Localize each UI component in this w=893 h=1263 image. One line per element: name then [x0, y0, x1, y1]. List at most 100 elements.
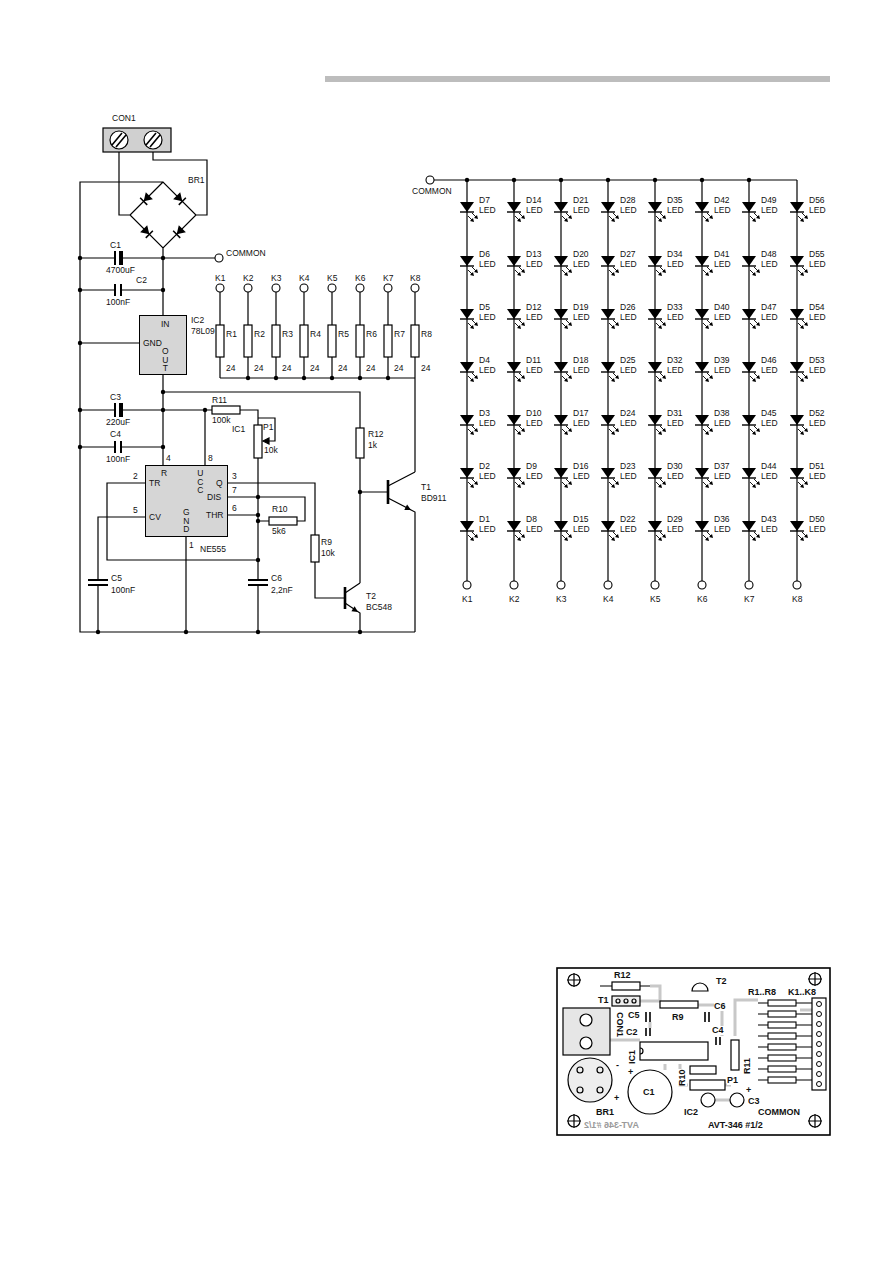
emission-arrow	[804, 375, 808, 379]
led-symbol	[554, 211, 568, 212]
silkscreen-label: C6	[714, 1002, 726, 1011]
resistor-symbol	[311, 535, 319, 562]
emission-arrow	[703, 373, 712, 381]
emission-arrow	[609, 426, 618, 434]
led-symbol	[460, 309, 474, 319]
terminal-label: K8	[410, 274, 420, 283]
led-label: D4	[479, 356, 490, 365]
led-symbol	[460, 309, 478, 329]
emission-arrow	[756, 215, 760, 219]
led-symbol	[507, 256, 521, 266]
emission-arrow	[705, 378, 709, 382]
led-symbol	[601, 202, 615, 212]
pcb-layout	[628, 1070, 672, 1114]
silkscreen-label: AVT-346 #1/2	[584, 1121, 639, 1130]
emission-arrow	[517, 272, 521, 276]
led-symbol	[742, 211, 756, 212]
pcb-layout	[632, 999, 636, 1003]
led-label: D50	[809, 515, 825, 524]
led-symbol	[742, 371, 756, 372]
led-symbol	[648, 211, 662, 212]
ic-box: RTRUCCQDISCVGNDTHR	[145, 465, 228, 537]
emission-arrow	[611, 484, 615, 488]
value-label: 24	[394, 364, 403, 373]
led-symbol	[507, 477, 521, 478]
emission-arrow	[750, 426, 759, 434]
led-symbol	[601, 362, 615, 372]
led-symbol	[460, 415, 474, 425]
emission-arrow	[515, 213, 524, 221]
emission-arrow	[705, 218, 709, 222]
emission-arrow	[468, 373, 477, 381]
emission-arrow	[709, 534, 713, 538]
wire	[796, 180, 797, 581]
led-symbol	[507, 468, 525, 488]
led-symbol	[460, 362, 478, 382]
led-label: LED	[479, 366, 496, 375]
emission-arrow	[468, 213, 477, 221]
part-label: 100nF	[106, 298, 130, 307]
emission-arrow	[705, 431, 709, 435]
silkscreen-label: +	[628, 1068, 633, 1077]
emission-arrow	[568, 215, 572, 219]
pcb-layout	[660, 1001, 698, 1008]
emission-arrow	[662, 428, 666, 432]
led-symbol	[460, 256, 474, 266]
part-label: 4700uF	[106, 266, 135, 275]
pcb-pin	[817, 1022, 822, 1027]
emission-arrow	[470, 272, 474, 276]
junction-dot	[203, 408, 207, 412]
emission-arrow	[800, 218, 804, 222]
bridge-diode	[179, 198, 186, 205]
led-symbol	[742, 202, 760, 222]
led-symbol	[601, 309, 619, 329]
pcb-layout	[597, 1087, 603, 1093]
emission-arrow	[521, 428, 525, 432]
led-symbol	[601, 415, 615, 425]
wire	[80, 152, 415, 632]
led-symbol	[695, 256, 709, 266]
led-symbol	[601, 318, 615, 319]
led-symbol	[695, 202, 713, 222]
emission-arrow	[800, 325, 804, 329]
pin-name: Q	[216, 479, 223, 488]
emission-arrow	[662, 481, 666, 485]
led-symbol	[790, 371, 804, 372]
pin-number: 8	[208, 454, 213, 463]
led-symbol	[648, 415, 662, 425]
led-symbol	[554, 530, 568, 531]
emission-arrow	[609, 479, 618, 487]
capacitor-symbol	[88, 251, 268, 585]
terminal-block	[112, 133, 160, 147]
emission-arrow	[656, 213, 665, 221]
pcb-pin	[817, 1032, 822, 1037]
led-label: LED	[667, 366, 684, 375]
led-symbol	[554, 415, 568, 425]
led-symbol	[507, 202, 521, 212]
led-label: D14	[526, 196, 542, 205]
junction-dot	[246, 376, 250, 380]
emission-arrow	[474, 428, 478, 432]
silkscreen-label: R11	[743, 1058, 752, 1074]
led-symbol	[790, 309, 804, 319]
led-symbol	[554, 468, 572, 488]
part-label: R8	[421, 330, 432, 339]
led-symbol	[648, 362, 666, 382]
part-label: R7	[394, 330, 405, 339]
led-label: D47	[761, 303, 777, 312]
led-label: LED	[526, 260, 543, 269]
pin-number: 3	[232, 472, 237, 481]
led-symbol	[695, 415, 713, 435]
value-label: 100nF	[111, 586, 135, 595]
silkscreen-label: BR1	[596, 1108, 614, 1117]
emission-arrow	[804, 481, 808, 485]
led-label: D27	[620, 250, 636, 259]
emission-arrow	[752, 537, 756, 541]
led-symbol	[507, 256, 525, 276]
led-symbol	[695, 309, 709, 319]
led-symbol	[507, 415, 521, 425]
emission-arrow	[703, 532, 712, 540]
led-symbol	[790, 318, 804, 319]
led-label: D24	[620, 409, 636, 418]
